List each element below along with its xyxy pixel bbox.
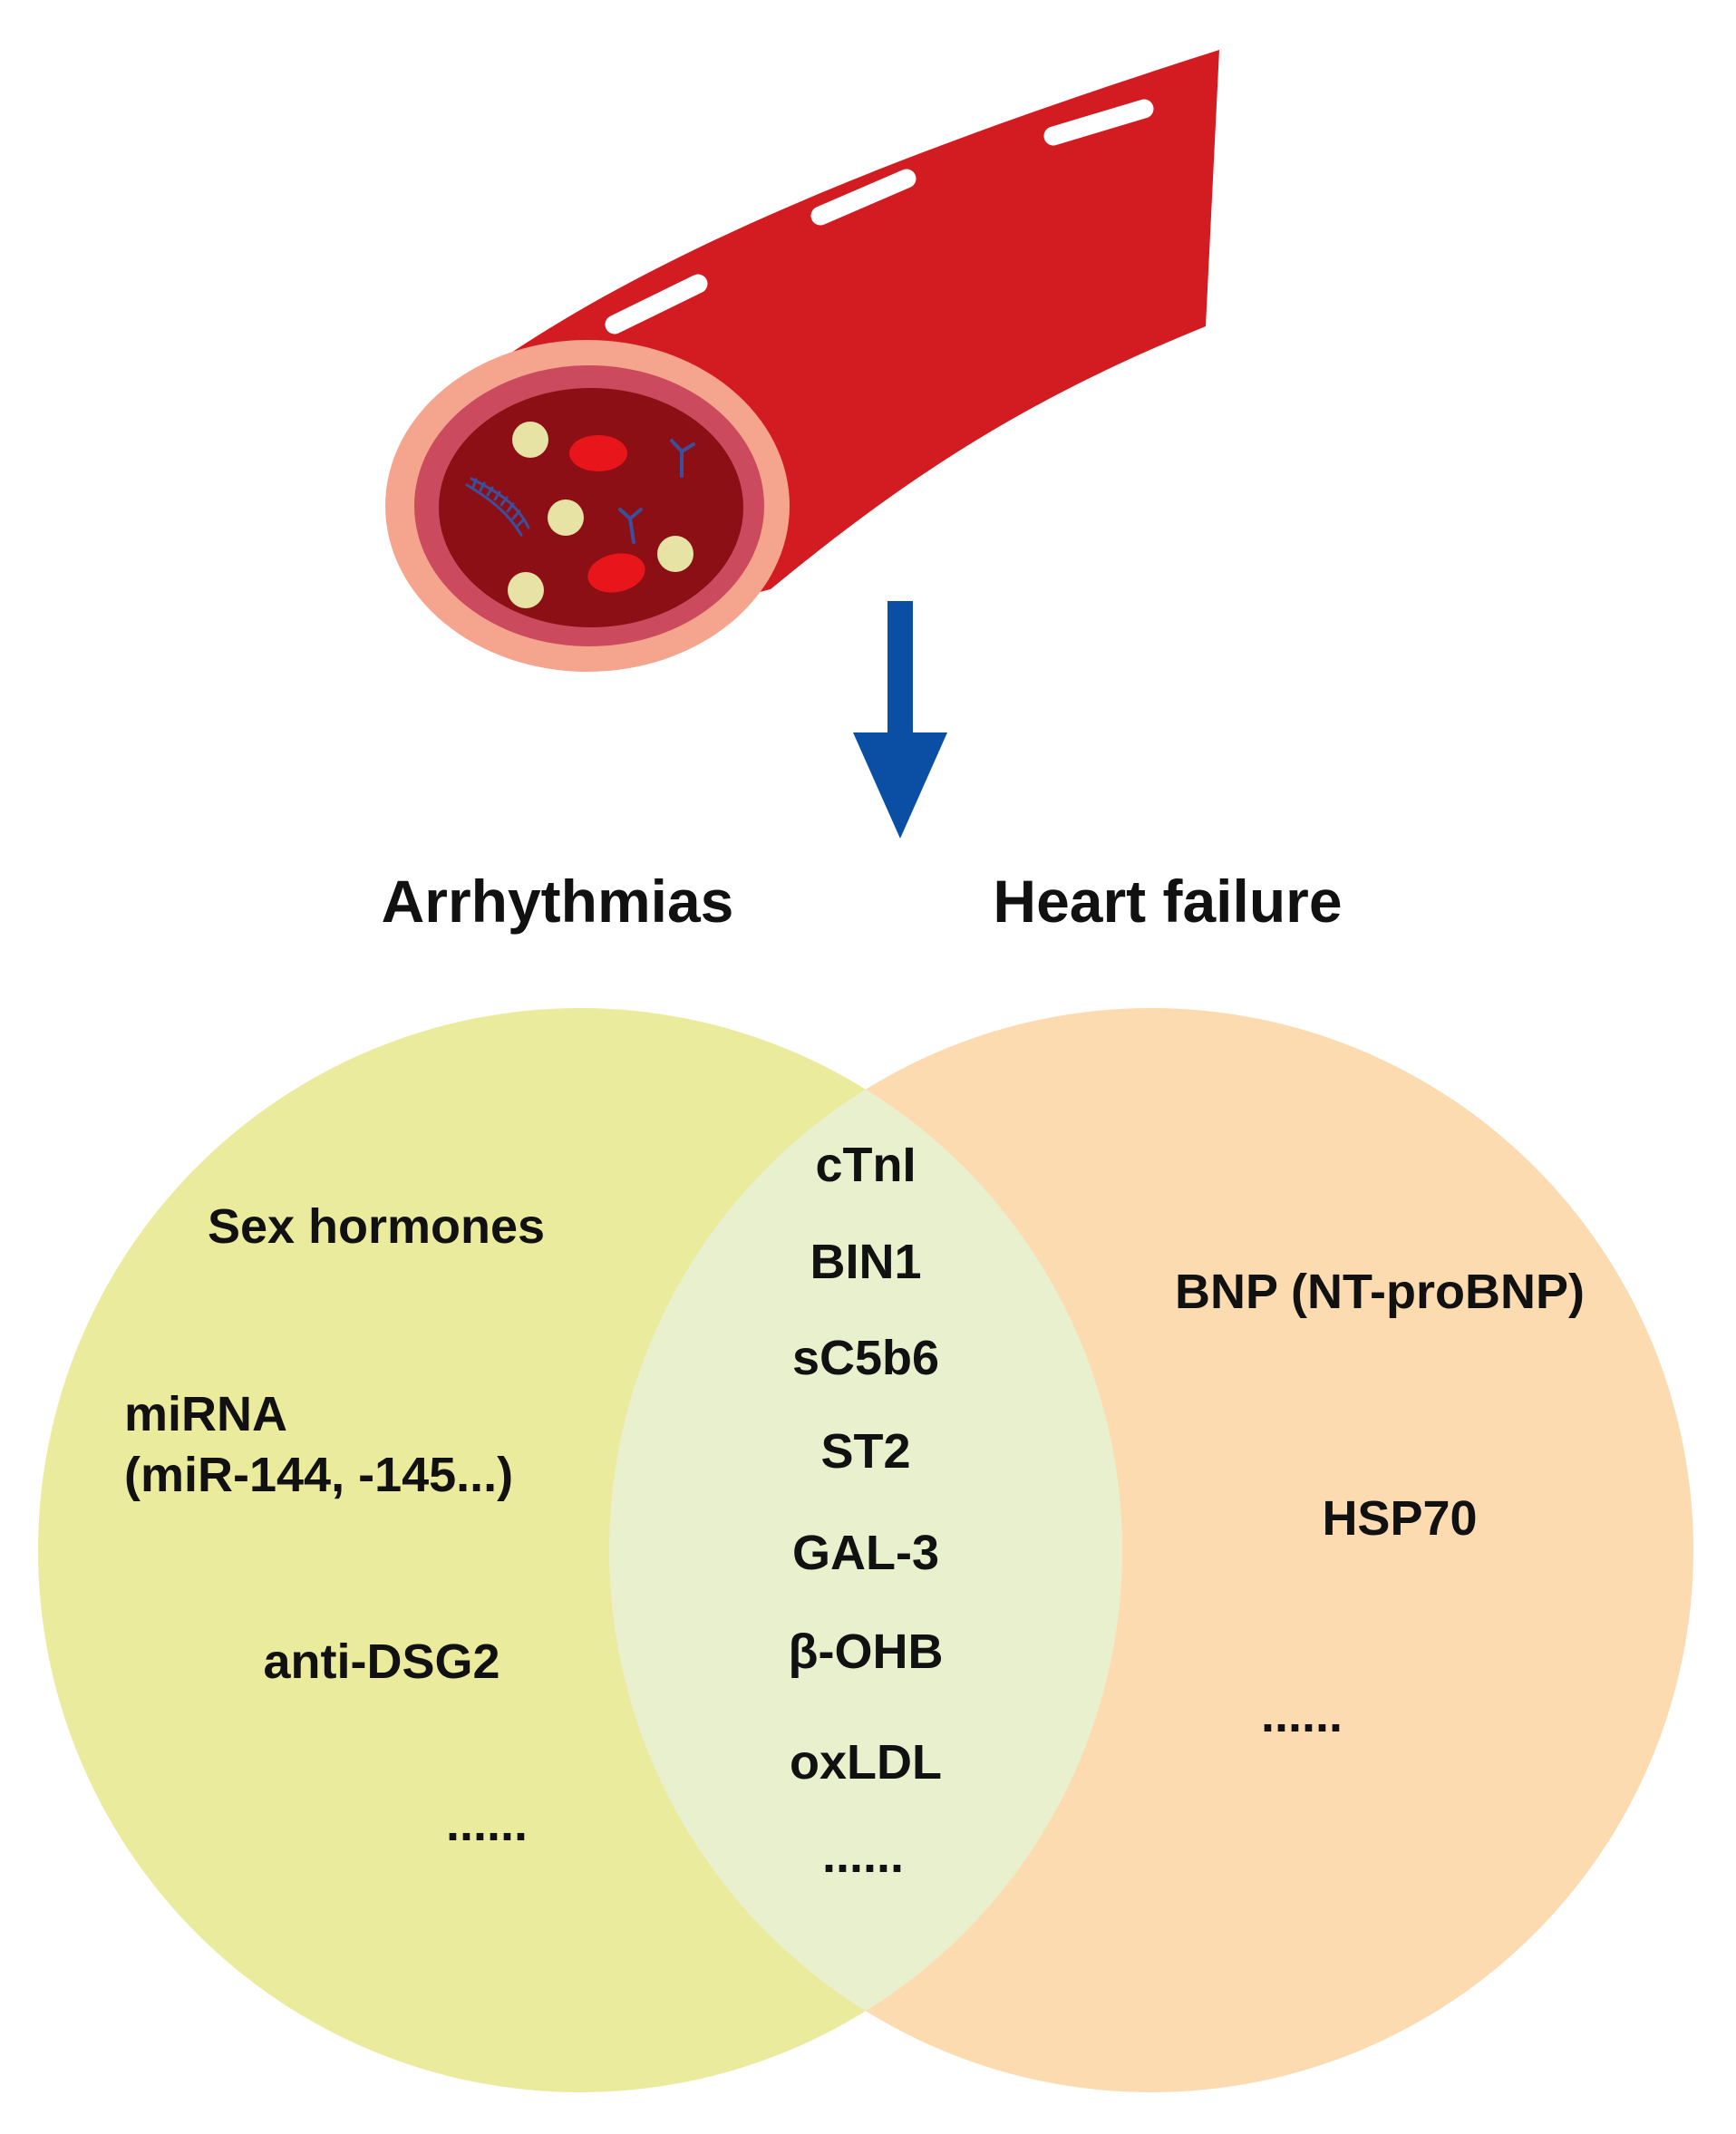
- red-blood-cell: [569, 435, 627, 471]
- set-title-arrhythmias: Arrhythmias: [382, 868, 734, 935]
- shared-item-sc5b6: sC5b6: [792, 1331, 939, 1385]
- left-item-mirna-examples: (miR-144, -145...): [124, 1448, 513, 1502]
- shared-item-oxldl: oxLDL: [790, 1735, 942, 1790]
- red-blood-cell: [587, 553, 645, 593]
- vessel-highlights: [605, 99, 1154, 335]
- blood-vessel-icon: [385, 50, 1219, 672]
- left-item-anti-dsg2: anti-DSG2: [263, 1634, 499, 1689]
- venn-overlap: [609, 1008, 1122, 2092]
- arrow-head: [853, 732, 947, 839]
- shared-item-ellipsis: ......: [822, 1828, 904, 1883]
- right-item-hsp70: HSP70: [1322, 1491, 1477, 1546]
- shared-item-b-ohb: β-OHB: [789, 1625, 944, 1679]
- particle: [548, 500, 584, 536]
- arrow-shaft: [887, 601, 913, 746]
- vessel-lumen: [439, 388, 743, 627]
- particle: [657, 536, 693, 572]
- arrow-down-icon: [853, 601, 947, 839]
- shared-item-ctni: cTnI: [815, 1138, 916, 1192]
- left-item-ellipsis: ......: [446, 1797, 528, 1851]
- shared-item-bin1: BIN1: [810, 1235, 921, 1289]
- shared-item-gal-3: GAL-3: [792, 1526, 939, 1580]
- shared-item-st2: ST2: [820, 1424, 910, 1479]
- particle: [508, 572, 544, 608]
- left-item-sex-hormones: Sex hormones: [208, 1199, 545, 1254]
- left-item-mirna: miRNA: [124, 1387, 287, 1441]
- right-item-ellipsis: ......: [1261, 1688, 1343, 1742]
- rna-strand-icon: [465, 477, 530, 537]
- particle: [512, 422, 548, 458]
- right-item-bnp: BNP (NT-proBNP): [1175, 1265, 1585, 1319]
- antibody-icon: [618, 439, 695, 544]
- set-title-heart-failure: Heart failure: [993, 868, 1342, 935]
